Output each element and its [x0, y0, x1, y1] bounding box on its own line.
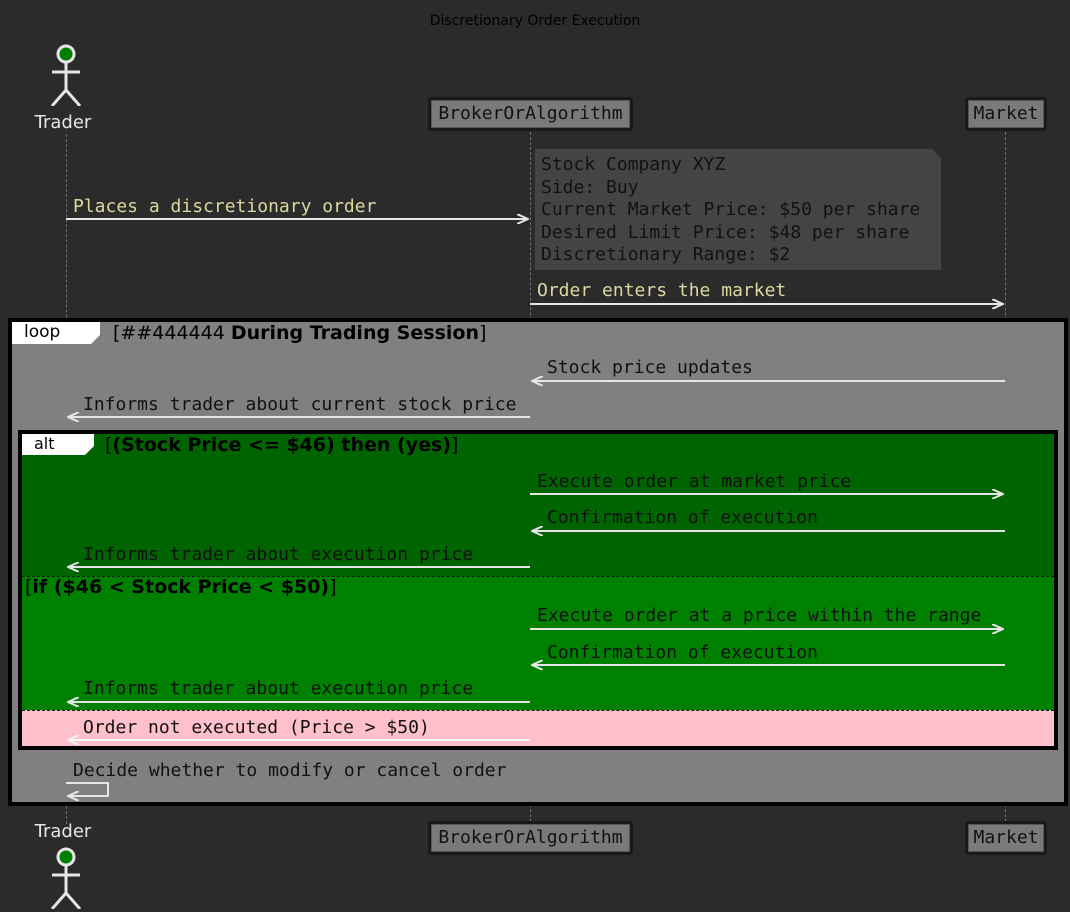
participant-broker-bottom: BrokerOrAlgorithm — [428, 821, 633, 855]
stick-figure-icon — [50, 847, 82, 909]
alt-fragment — [18, 430, 1058, 750]
loop-guard-text: During Trading Session — [230, 322, 479, 344]
message-label: Execute order at a price within the rang… — [537, 605, 982, 626]
stick-figure-icon — [50, 44, 82, 106]
note-line: Desired Limit Price: $48 per share — [541, 222, 910, 243]
message-label: Informs trader about current stock price — [83, 394, 517, 415]
note-line: Side: Buy — [541, 177, 639, 198]
message-label: Places a discretionary order — [73, 196, 377, 217]
alt-tab: alt — [22, 434, 94, 455]
participant-market-top: Market — [965, 97, 1047, 131]
participant-broker-top: BrokerOrAlgorithm — [428, 97, 633, 131]
note-line: Current Market Price: $50 per share — [541, 199, 921, 220]
message-label: Order not executed (Price > $50) — [83, 717, 430, 738]
actor-trader-bottom: Trader — [34, 821, 92, 842]
actor-trader-top: Trader — [34, 112, 92, 133]
note-line: Stock Company XYZ — [541, 154, 726, 175]
diagram-title: Discretionary Order Execution — [429, 13, 641, 29]
alt-separator — [22, 576, 1054, 577]
message-label: Decide whether to modify or cancel order — [73, 760, 507, 781]
message-label: Informs trader about execution price — [83, 678, 474, 699]
message-label: Confirmation of execution — [547, 642, 818, 663]
note-line: Discretionary Range: $2 — [541, 244, 791, 265]
alt-branch-2 — [22, 576, 1054, 710]
message-label: Order enters the market — [537, 280, 787, 301]
alt-branch-1 — [22, 434, 1054, 576]
alt-guard-2-text: if ($46 < Stock Price < $50) — [32, 576, 330, 598]
alt-guard-1: [(Stock Price <= $46) then (yes)] — [105, 434, 459, 456]
loop-guard-prefix: ##444444 — [120, 322, 225, 344]
alt-guard-2: [if ($46 < Stock Price < $50)] — [25, 576, 337, 598]
message-label: Informs trader about execution price — [83, 544, 474, 565]
participant-market-bottom: Market — [965, 821, 1047, 855]
message-label: Execute order at market price — [537, 471, 852, 492]
alt-guard-1-text: (Stock Price <= $46) then (yes) — [112, 434, 452, 456]
loop-guard: [##444444 During Trading Session] — [113, 322, 487, 344]
alt-separator — [22, 710, 1054, 711]
loop-tab: loop — [12, 322, 100, 344]
arrow-m12-self — [66, 782, 109, 796]
message-label: Stock price updates — [547, 357, 753, 378]
message-label: Confirmation of execution — [547, 507, 818, 528]
order-note — [535, 149, 941, 270]
